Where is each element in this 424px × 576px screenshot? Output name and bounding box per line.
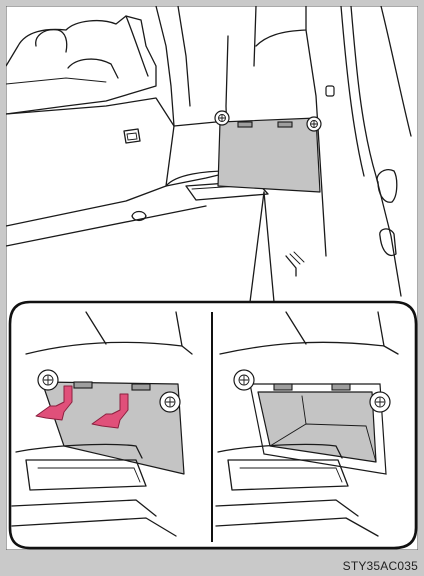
cargo-panel-illustration [6, 6, 418, 550]
screw-icon [215, 111, 229, 125]
screw-icon [234, 370, 254, 390]
screw-icon [307, 117, 321, 131]
screw-icon [370, 392, 390, 412]
figure-code-label: STY35AC035 [343, 559, 418, 573]
screw-icon [160, 392, 180, 412]
screw-icon [38, 370, 58, 390]
